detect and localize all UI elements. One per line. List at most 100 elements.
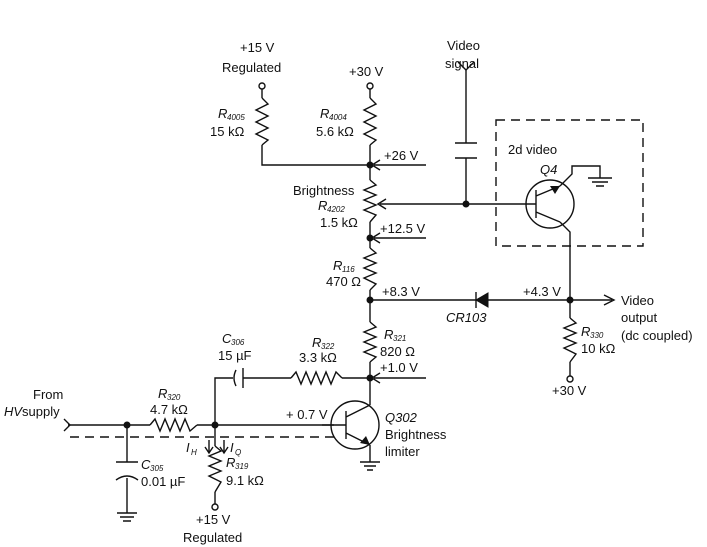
r116-value: 470 Ω <box>326 274 361 289</box>
r320-sub: 320 <box>167 393 181 402</box>
q4-collector-wire <box>559 221 571 300</box>
r321-value: 820 Ω <box>380 344 415 359</box>
q4-module-box <box>495 119 644 247</box>
node-1v0 <box>366 374 374 382</box>
coupling-cap <box>455 142 477 159</box>
output-arrow <box>603 294 616 306</box>
r330-sub: 330 <box>590 331 604 340</box>
video-output-label-2: output <box>621 310 658 325</box>
r319-sub: 319 <box>235 462 249 471</box>
q4-transistor <box>525 179 575 229</box>
c306-name: C <box>222 331 232 346</box>
c305-plates <box>115 461 139 481</box>
q302-limiter: limiter <box>385 444 420 459</box>
c306-plates <box>233 368 244 388</box>
node-26v <box>366 161 374 169</box>
r320-value: 4.7 kΩ <box>150 402 188 417</box>
brightness-label: Brightness <box>293 183 355 198</box>
r330-name: R <box>581 324 590 339</box>
plus30-right-terminal <box>566 375 574 383</box>
r330-resistor <box>562 317 578 363</box>
iq-label: I <box>230 440 234 455</box>
v83-label: +8.3 V <box>382 284 420 299</box>
c306-value: 15 µF <box>218 348 252 363</box>
node-8v3 <box>366 296 374 304</box>
q4-emitter-wire <box>559 165 601 187</box>
q302-ground-symbol <box>360 461 380 471</box>
r4004-resistor <box>362 97 378 146</box>
plus15-bottom-regulated: Regulated <box>183 530 242 545</box>
v43-label: +4.3 V <box>523 284 561 299</box>
r321-sub: 321 <box>393 334 406 343</box>
r4202-value: 1.5 kΩ <box>320 215 358 230</box>
plus15-top-label: +15 V <box>240 40 275 55</box>
plus15-top-regulated: Regulated <box>222 60 281 75</box>
v125-arrow <box>370 232 426 244</box>
plus15-bottom-label: +15 V <box>196 512 231 527</box>
r320-name: R <box>158 386 167 401</box>
q302-brightness: Brightness <box>385 427 447 442</box>
video-signal-arrow <box>457 61 475 71</box>
video-output-label-1: Video <box>621 293 654 308</box>
r322-resistor <box>290 370 343 386</box>
r4202-resistor <box>362 179 378 223</box>
cr103-diode-symbol <box>475 292 489 308</box>
ih-label: I <box>186 440 190 455</box>
wiper-arrow <box>376 198 387 210</box>
from-hv-label-1: From <box>33 387 63 402</box>
r321-name: R <box>384 327 393 342</box>
iq-sub: Q <box>235 448 241 457</box>
r116-resistor <box>362 247 378 291</box>
from-hv-label-supply: supply <box>22 404 60 419</box>
second-video-label: 2d video <box>508 142 557 157</box>
from-hv-label-hv: HV <box>4 404 23 419</box>
r4004-name: R <box>320 106 329 121</box>
plus30-top-label: +30 V <box>349 64 384 79</box>
hv-input-arrow <box>63 418 71 432</box>
v125-label: +12.5 V <box>380 221 426 236</box>
q302-label: Q302 <box>385 410 418 425</box>
r322-name: R <box>312 335 321 350</box>
v10-label: +1.0 V <box>380 360 418 375</box>
ih-arrow <box>204 440 214 455</box>
r4202-name: R <box>318 198 327 213</box>
node-base <box>211 421 219 429</box>
r116-sub: 116 <box>342 265 355 274</box>
node-wiper <box>462 200 470 208</box>
r319-value: 9.1 kΩ <box>226 473 264 488</box>
r116-name: R <box>333 258 342 273</box>
q4-label: Q4 <box>540 162 557 177</box>
iq-arrow <box>219 440 229 455</box>
r319-name: R <box>226 455 235 470</box>
feedback-wire <box>214 377 370 425</box>
r320-resistor <box>149 417 198 433</box>
r321-resistor <box>362 321 378 363</box>
plus30-top-terminal <box>366 82 374 90</box>
r4005-sub: 4005 <box>227 113 245 122</box>
r322-value: 3.3 kΩ <box>299 350 337 365</box>
node-hv <box>123 421 131 429</box>
video-output-label-3: (dc coupled) <box>621 328 693 343</box>
r319-resistor <box>207 445 223 493</box>
plus15-top-terminal <box>258 82 266 90</box>
video-signal-label-2: signal <box>445 56 479 71</box>
r330-value: 10 kΩ <box>581 341 616 356</box>
video-signal-label-1: Video <box>447 38 480 53</box>
r4004-value: 5.6 kΩ <box>316 124 354 139</box>
r4005-value: 15 kΩ <box>210 124 245 139</box>
r322-sub: 322 <box>321 342 335 351</box>
cr103-label: CR103 <box>446 310 487 325</box>
v07-label: + 0.7 V <box>286 407 328 422</box>
v26-label: +26 V <box>384 148 419 163</box>
q4-ground-symbol <box>588 177 612 187</box>
node-12v5 <box>366 234 374 242</box>
r4005-name: R <box>218 106 227 121</box>
c305-value: 0.01 µF <box>141 474 185 489</box>
c306-sub: 306 <box>231 338 245 347</box>
c305-sub: 305 <box>150 464 164 473</box>
node-4v3 <box>566 296 574 304</box>
c305-ground-symbol <box>117 512 137 522</box>
r4202-sub: 4202 <box>327 205 345 214</box>
